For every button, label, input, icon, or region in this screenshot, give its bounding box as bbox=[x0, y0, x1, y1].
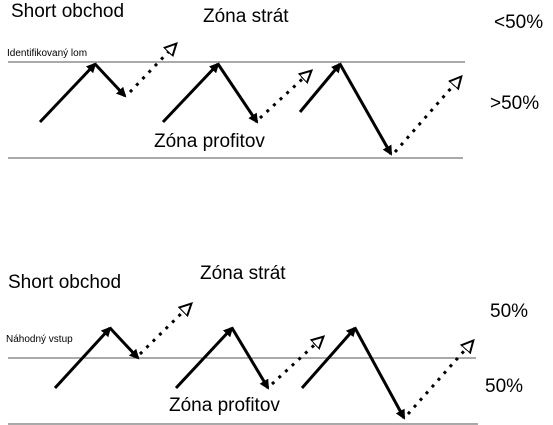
panel2-wave3-dotted-arrow bbox=[406, 342, 472, 415]
panel1-title: Short obchod bbox=[11, 1, 125, 22]
panel2-lower-percent: 50% bbox=[485, 376, 524, 397]
panel2-wave1-down-arrow bbox=[108, 326, 140, 360]
panel2-wave2-dotted-arrow bbox=[270, 338, 322, 386]
panel1-line-label: Identifikovaný lom bbox=[7, 48, 88, 59]
panel1-wave2-down-arrow bbox=[216, 63, 259, 124]
panel1-wave3-down-arrow bbox=[338, 63, 393, 156]
panel2-diagram bbox=[8, 305, 478, 425]
panel1-wave2-up-arrow bbox=[161, 62, 220, 124]
panel2-line-label: Náhodný vstup bbox=[6, 334, 73, 345]
panel2-wave2-down-arrow bbox=[230, 327, 270, 390]
panel1-lower-percent: >50% bbox=[490, 93, 540, 114]
panel1-loss-zone-label: Zóna strát bbox=[203, 6, 289, 27]
panel1-upper-percent: <50% bbox=[494, 12, 544, 33]
panel2-profit-zone-label: Zóna profitov bbox=[169, 395, 280, 416]
panel2-wave1-dotted-arrow bbox=[138, 305, 190, 356]
panel1-wave1-down-arrow bbox=[93, 62, 127, 98]
panel1-wave2-dotted-arrow bbox=[258, 72, 310, 120]
panel1-wave3-up-arrow bbox=[298, 62, 342, 113]
panel2-upper-percent: 50% bbox=[490, 301, 529, 322]
panel1-wave3-dotted-arrow bbox=[393, 78, 460, 153]
panel1-diagram bbox=[8, 45, 465, 159]
panel2-wave3-up-arrow bbox=[300, 326, 357, 389]
panel1-wave1-up-arrow bbox=[38, 62, 97, 124]
panel1-profit-zone-label: Zóna profitov bbox=[154, 131, 265, 152]
panel1-wave1-dotted-arrow bbox=[128, 45, 175, 94]
panel2-wave1-up-arrow bbox=[53, 326, 112, 390]
panel2-loss-zone-label: Zóna strát bbox=[200, 263, 286, 284]
panel2-wave3-down-arrow bbox=[353, 327, 406, 420]
panel2-title: Short obchod bbox=[8, 272, 122, 293]
panel2-wave2-up-arrow bbox=[174, 326, 234, 390]
